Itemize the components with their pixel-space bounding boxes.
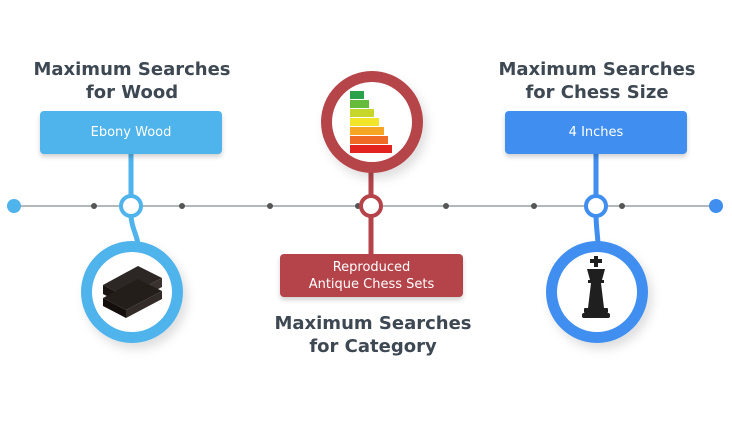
wood-node [119, 194, 143, 218]
timeline-end-dot [709, 199, 723, 213]
chess-size-heading-line1: Maximum Searches [498, 59, 696, 80]
wood-heading: Maximum Searches for Wood [22, 58, 242, 104]
chess-size-heading-line2: for Chess Size [525, 82, 669, 103]
wood-heading-line2: for Wood [85, 82, 179, 103]
wood-value: Ebony Wood [90, 125, 172, 140]
chess-size-node [584, 194, 608, 218]
wood-heading-line1: Maximum Searches [33, 59, 231, 80]
wood-value-box: Ebony Wood [40, 111, 222, 154]
chess-size-value-box: 4 Inches [505, 111, 687, 154]
category-value-line2: Antique Chess Sets [308, 276, 435, 292]
category-pin [321, 71, 423, 254]
category-value-line1: Reproduced [332, 259, 411, 275]
category-value-box: Reproduced Antique Chess Sets [280, 254, 463, 297]
category-heading-line1: Maximum Searches [274, 313, 472, 334]
chess-size-value: 4 Inches [568, 125, 624, 140]
category-heading-line2: for Category [309, 336, 437, 357]
wood-planks-icon [103, 266, 162, 318]
energy-rating-chart-icon [350, 91, 392, 153]
timeline-start-dot [7, 199, 21, 213]
category-heading: Maximum Searches for Category [263, 312, 483, 358]
chess-king-icon [582, 256, 610, 318]
category-node [359, 194, 383, 218]
chess-size-heading: Maximum Searches for Chess Size [487, 58, 707, 104]
